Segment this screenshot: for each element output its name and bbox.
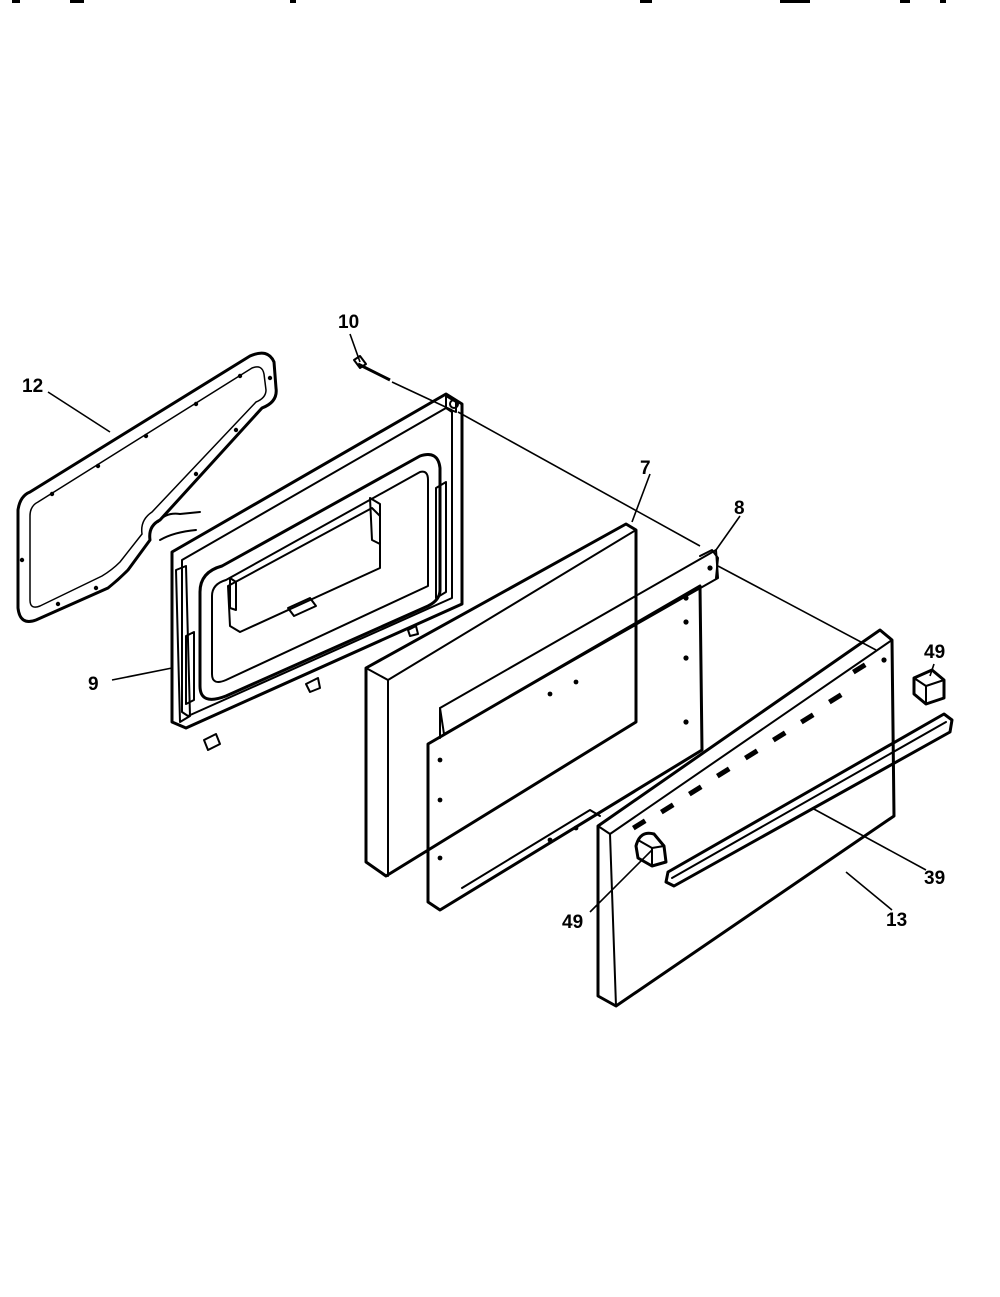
inner-door-panel-drawing <box>426 549 719 912</box>
part-label-9: 9 <box>88 674 99 695</box>
door-screw-drawing <box>353 355 453 411</box>
assembly-lines <box>457 411 877 651</box>
handle-end-cap-right-drawing <box>912 668 946 706</box>
part-label-7: 7 <box>640 458 651 479</box>
part-label-49-left: 49 <box>562 912 583 933</box>
door-gasket-drawing <box>16 351 278 623</box>
part-label-49-right: 49 <box>924 642 945 663</box>
door-liner-drawing <box>170 392 464 751</box>
part-label-39: 39 <box>924 868 945 889</box>
handle-end-cap-left-drawing <box>634 831 668 868</box>
door-handle-drawing <box>664 712 954 888</box>
outer-door-panel-drawing <box>596 628 896 1008</box>
part-label-12: 12 <box>22 376 43 397</box>
part-label-10: 10 <box>338 312 359 333</box>
scan-edge-marks <box>12 0 946 3</box>
part-label-13: 13 <box>886 910 907 931</box>
insulation-pad-drawing <box>364 522 638 878</box>
leader-lines <box>47 333 935 913</box>
part-labels: 12 10 9 7 8 49 49 39 13 <box>22 312 945 933</box>
part-label-8: 8 <box>734 498 745 519</box>
